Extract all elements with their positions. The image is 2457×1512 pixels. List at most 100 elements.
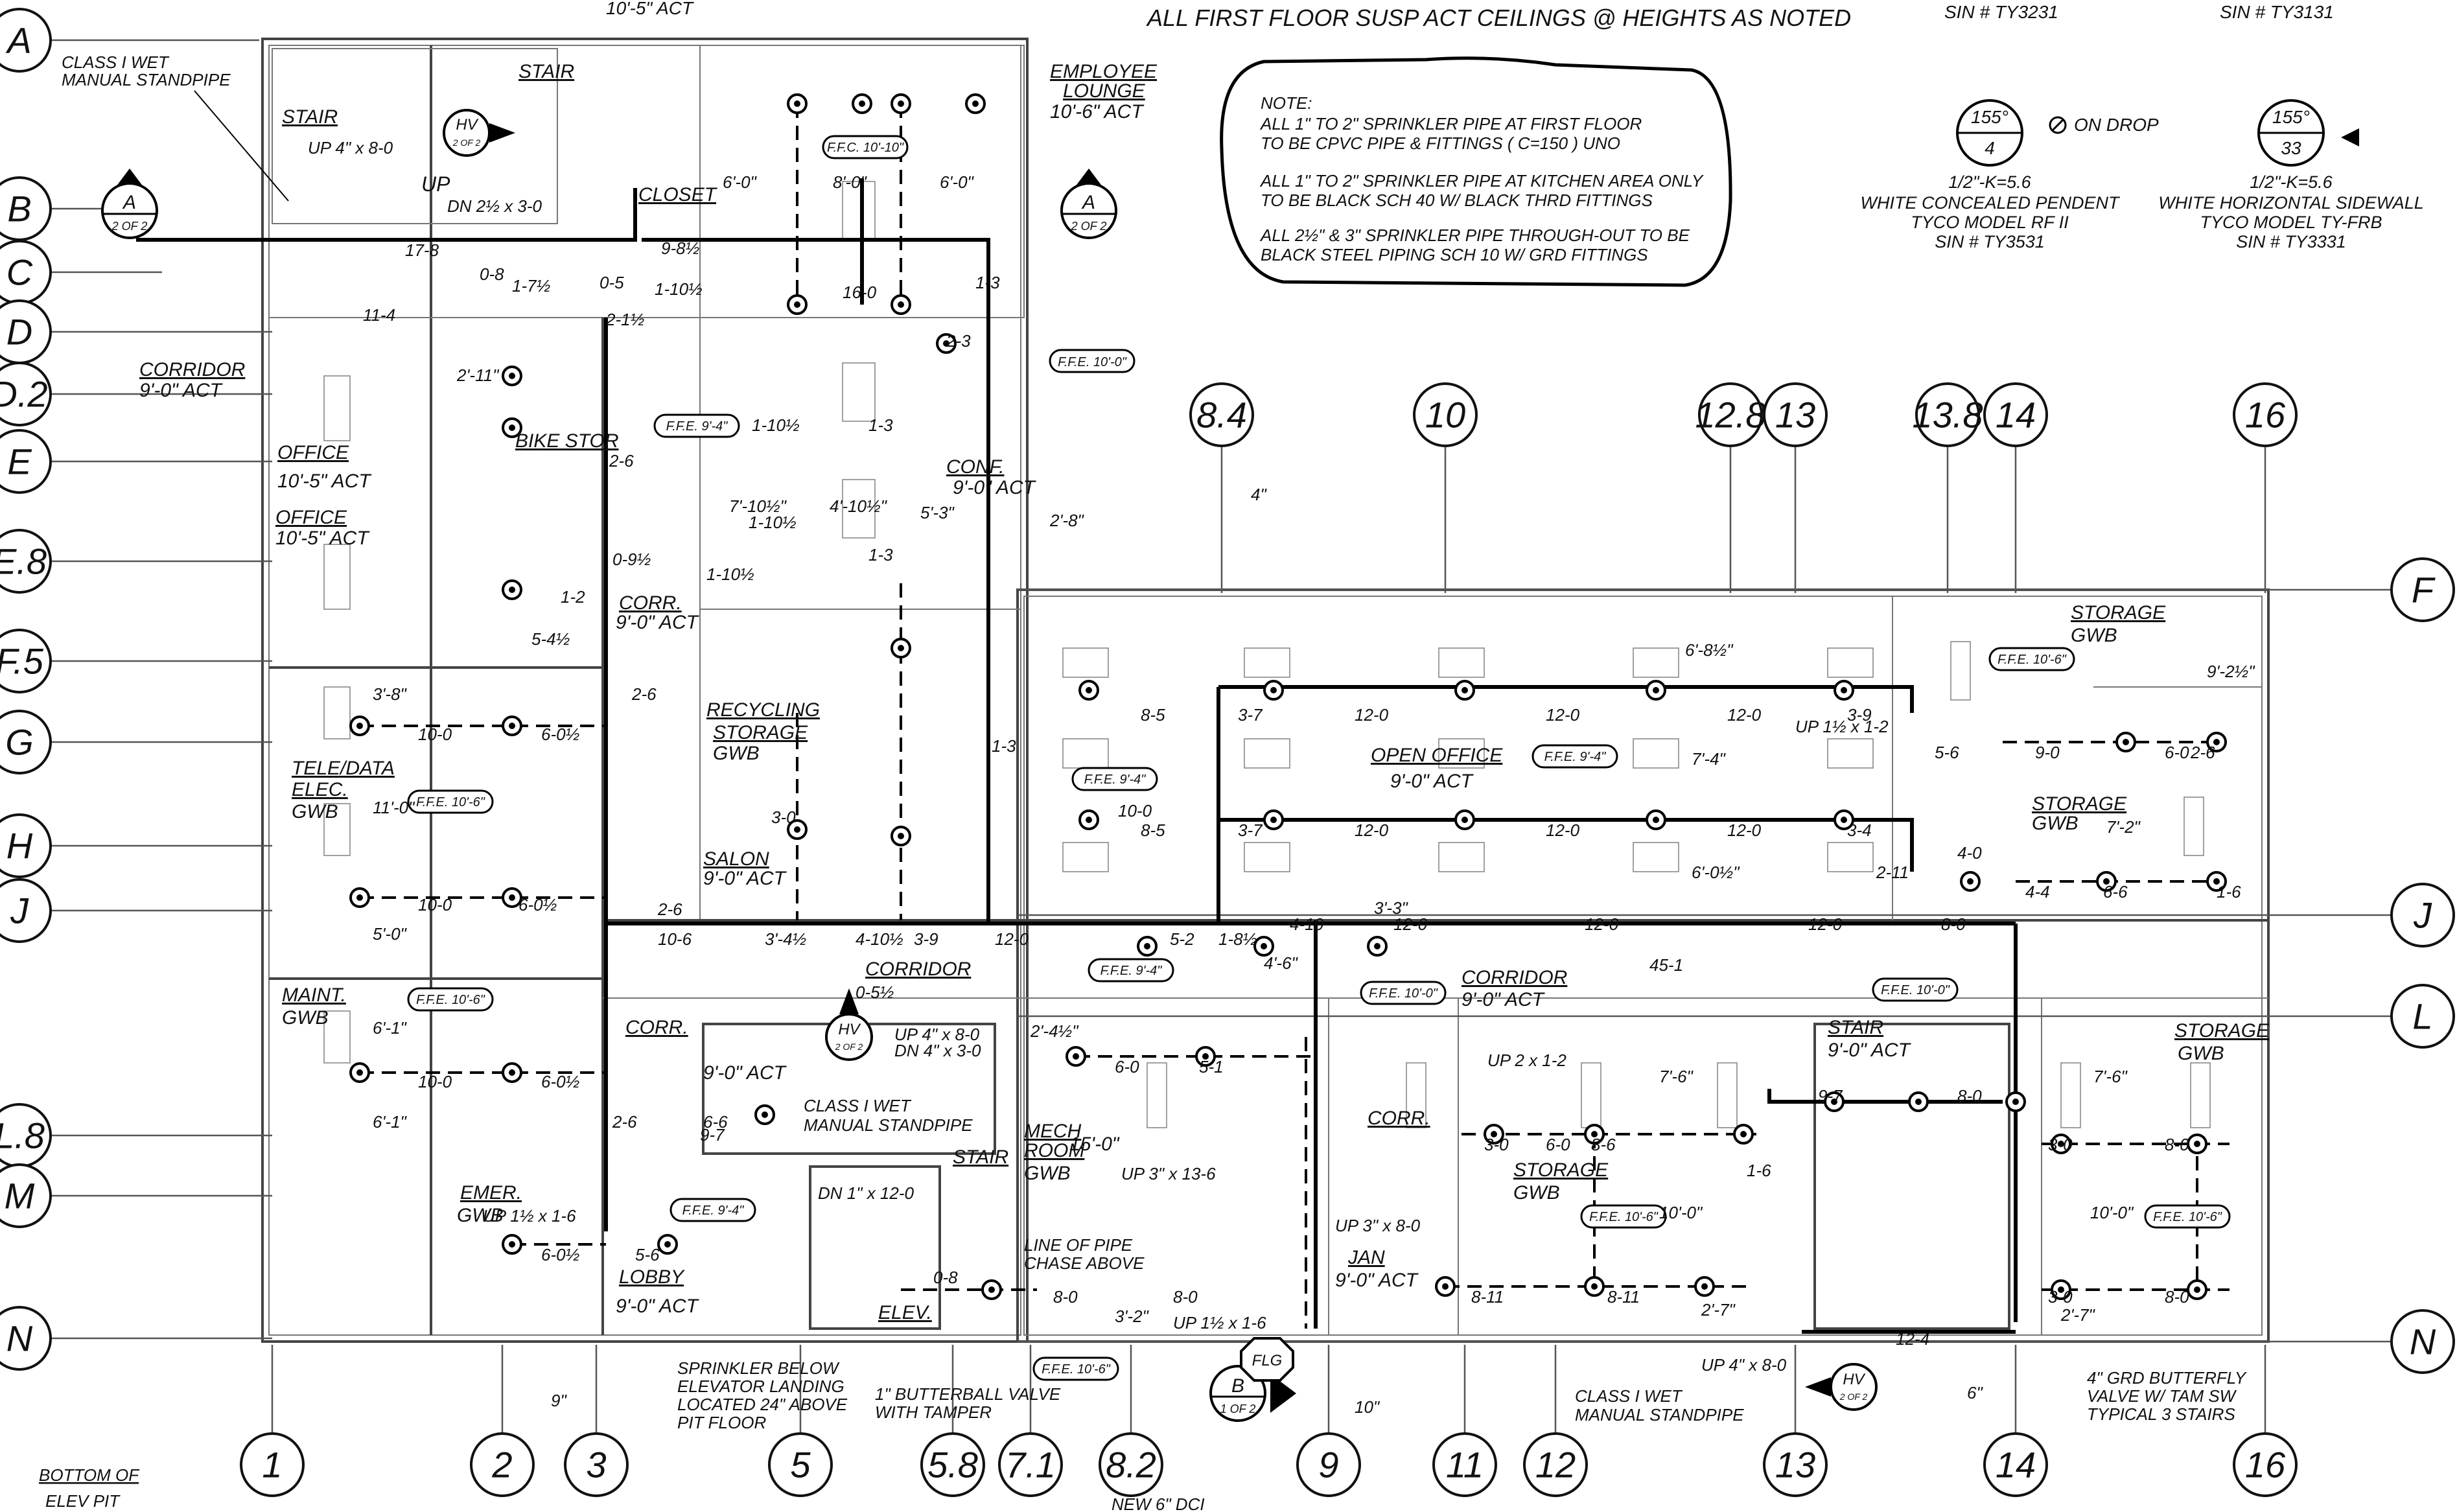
pipe-label: 6-0½ <box>541 1245 579 1264</box>
pipe-label: 3-7 <box>1238 705 1263 725</box>
flg-label: FLG <box>1252 1352 1283 1369</box>
pipe-label: 4-0 <box>1957 843 1982 863</box>
head-dot <box>664 1241 671 1248</box>
stair-top-box <box>272 48 558 224</box>
head-dot <box>2194 1286 2200 1293</box>
grid-bubble-circle <box>1983 1432 2048 1497</box>
pipe-label: 12-0 <box>1355 705 1389 725</box>
room-stair-right: STAIR <box>1828 1017 1883 1038</box>
leader-line <box>194 90 289 202</box>
grid-bubble-circle <box>998 1432 1063 1497</box>
room-employee-ceiling: 10'-6" ACT <box>1050 101 1145 122</box>
grid-bubble-circle <box>1432 1432 1497 1497</box>
pendent-desc: WHITE CONCEALED PENDENT <box>1860 193 2121 213</box>
ffe-tag <box>1531 744 1618 769</box>
head-dot <box>509 894 515 901</box>
sidewall-model: TYCO MODEL TY-FRB <box>2200 213 2382 232</box>
ffe-tag <box>1032 1356 1119 1381</box>
room-office-1-ceiling: 10'-5" ACT <box>277 471 372 492</box>
room-emer-ceiling: GWB <box>457 1205 504 1226</box>
ffe-tag-text: F.F.E. 10'-6" <box>1997 653 2067 667</box>
sprinkler-head-icon <box>1195 1046 1216 1067</box>
sprinkler-head-icon <box>754 1104 775 1125</box>
dim-7-10: 7'-10½" <box>729 496 787 516</box>
grid-bubble-circle <box>0 878 52 943</box>
head-dot <box>2103 878 2110 885</box>
pipe-label: 10-0 <box>418 1072 452 1091</box>
room-labels: STAIR STAIR CLOSET EMPLOYEE LOUNGE 10'-6… <box>139 61 2270 1323</box>
head-dot <box>898 833 904 839</box>
grid-bubble-circle <box>1413 382 1478 447</box>
dim-2-8: 2'-8" <box>1049 511 1085 530</box>
room-storage-e2-ceiling: GWB <box>2032 813 2079 834</box>
section-marker-b-south: B 1 OF 2 <box>1209 1365 1296 1422</box>
sprinkler-head-icon <box>936 333 957 354</box>
sprinkler-head-icon <box>502 1062 522 1083</box>
pipe-label: 2-6 <box>657 900 682 919</box>
pipe-label: 3'-2" <box>1115 1307 1150 1326</box>
pendent-k: 1/2"-K=5.6 <box>1948 172 2031 192</box>
pendent-temp: 155° <box>1971 107 2009 127</box>
pipe-label: 3'-4½ <box>765 929 806 949</box>
pipe-label: 3-9 <box>1847 705 1872 725</box>
dim-4-6: 4'-6" <box>1264 953 1299 973</box>
ffe-tag-text: F.F.E. 10'-0" <box>1058 355 1127 369</box>
sprinkler-head-icon <box>787 93 808 114</box>
callout-butterfly-1: 4" GRD BUTTERFLY <box>2087 1368 2247 1388</box>
pipe-label: 11-4 <box>363 305 395 325</box>
grid-bubble-circle <box>2390 883 2455 948</box>
ffe-tag-text: F.F.E. 9'-4" <box>682 1204 745 1218</box>
pipe-labels: 10-6 3'-4½ 4-10½ 3-9 12-0 5-2 1-8½ 4-10 … <box>363 238 2241 1349</box>
grid-bubble-circle <box>1523 1432 1588 1497</box>
grid-bubble-label: 13 <box>1775 395 1815 436</box>
grid-bubble-label: L <box>2412 996 2432 1037</box>
room-salon: SALON <box>703 848 769 870</box>
callout-dn-2x3: DN 2½ x 3-0 <box>447 196 542 216</box>
grid-bubble-label: 16 <box>2245 395 2286 436</box>
ffe-tag-text: F.F.E. 9'-4" <box>1544 750 1607 764</box>
grid-bubble-label: F.5 <box>0 641 44 682</box>
grid-bubble-circle <box>0 710 52 774</box>
dim-5-0: 5'-0" <box>373 924 408 944</box>
bottom-col-bubble-5-8: 5.8 <box>920 1432 985 1497</box>
head-dot <box>898 100 904 107</box>
pipe-label: 12-0 <box>995 929 1029 949</box>
on-drop-icon <box>2049 116 2067 134</box>
head-dot <box>1491 1131 1497 1137</box>
ffe-tag-text: F.F.E. 10'-0" <box>1881 983 1950 997</box>
bottom-col-bubble-12: 12 <box>1523 1432 1588 1497</box>
elev-shaft <box>809 1165 941 1330</box>
dimensions: 2'-8" 4" 6'-8½" 7'-4" 6'-0½" 7'-2" 9'-2½… <box>373 172 2255 1417</box>
head-dot <box>1261 943 1267 949</box>
sprinkler-head-icon <box>1960 871 1981 892</box>
light-fixture <box>1244 738 1290 769</box>
hv-arrow-icon <box>1805 1377 1831 1397</box>
grid-bubble-label: J <box>2413 895 2432 936</box>
grid-bubble-circle <box>0 362 52 426</box>
bottom-col-bubble-5: 5 <box>768 1432 833 1497</box>
room-jan: JAN <box>1347 1247 1385 1268</box>
head-dot <box>1374 943 1380 949</box>
sprinkler-head-icon <box>502 366 522 386</box>
room-lobby: LOBBY <box>619 1266 685 1288</box>
callout-up-1x16-storage: UP 1½ x 1-6 <box>483 1206 576 1226</box>
light-fixture <box>1062 842 1109 872</box>
room-jan-ceiling: 9'-0" ACT <box>1335 1270 1419 1291</box>
head-dot <box>1270 817 1277 823</box>
head-dot <box>2213 739 2220 745</box>
sidewall-desc: WHITE HORIZONTAL SIDEWALL <box>2158 193 2424 213</box>
callout-new-dci: NEW 6" DCI <box>1112 1495 1205 1512</box>
grid-bubble-label: F <box>2412 570 2436 611</box>
sprinkler-head-icon <box>2206 732 2227 752</box>
room-storage-ne-ceiling: GWB <box>2071 625 2117 646</box>
callout-dn-1x12: DN 1" x 12-0 <box>818 1183 914 1203</box>
grid-bubble-label: E.8 <box>0 541 47 582</box>
row-bubble-j: J <box>0 878 52 943</box>
row-bubble-d: D <box>0 299 52 364</box>
room-storage-e2: STORAGE <box>2032 793 2127 815</box>
grid-bubble-circle <box>768 1432 833 1497</box>
head-dot <box>1073 1053 1079 1060</box>
room-corridor-left: CORRIDOR <box>139 359 245 380</box>
dim-6-1b: 6'-1" <box>373 1112 408 1132</box>
hv-marker-mid: HV 2 OF 2 <box>825 988 873 1061</box>
